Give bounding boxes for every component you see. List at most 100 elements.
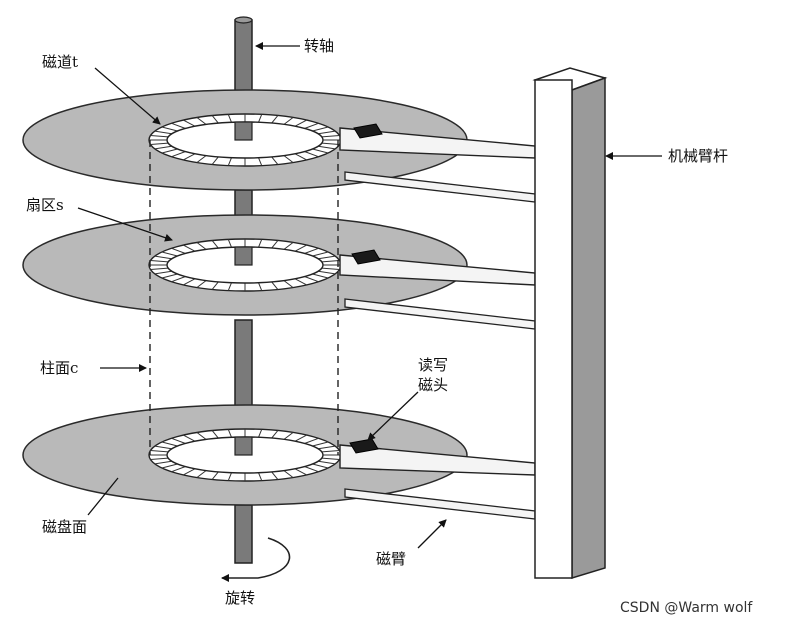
arm-top-lower <box>344 171 536 203</box>
sector-divider <box>271 156 279 165</box>
sector-divider <box>171 466 186 473</box>
sector-divider <box>161 463 178 469</box>
sector-divider <box>318 445 336 450</box>
sector-divider <box>171 276 186 283</box>
spindle-top-cap <box>234 16 253 24</box>
sector-divider <box>258 239 263 248</box>
sector-divider <box>321 450 340 453</box>
spindle-label: 转轴 <box>304 37 334 55</box>
sector-divider <box>294 153 307 161</box>
arms <box>339 127 536 520</box>
sector-divider <box>196 117 207 125</box>
sector-divider <box>196 242 207 250</box>
sector-divider <box>321 457 340 460</box>
sector-divider <box>321 142 340 145</box>
sector-divider <box>150 142 169 145</box>
sector-divider <box>304 151 319 158</box>
track-leader <box>94 67 161 125</box>
sector-divider <box>258 114 263 123</box>
sector-divider <box>304 247 319 254</box>
actuator-side-face <box>571 76 606 580</box>
sector-divider <box>150 450 169 453</box>
rw-head-label-line1: 读写 <box>418 356 448 374</box>
sector-divider <box>294 468 307 476</box>
platter-surface-label: 磁盘面 <box>42 518 87 536</box>
actuator-post <box>532 67 608 580</box>
sector-divider <box>211 281 219 290</box>
sector-divider <box>304 276 319 283</box>
sector-divider <box>154 460 172 465</box>
rw-head-label-line2: 磁头 <box>418 376 448 394</box>
actuator-front-face <box>534 79 573 579</box>
sector-divider <box>227 114 232 123</box>
sector-divider <box>312 463 329 469</box>
sector-divider <box>161 148 178 154</box>
read-write-head-middle <box>351 249 381 265</box>
sector-divider <box>304 122 319 129</box>
sector-divider <box>283 242 294 250</box>
sector-divider <box>150 457 169 460</box>
sector-divider <box>321 135 340 138</box>
sector-divider <box>227 282 232 291</box>
sector-label: 扇区s <box>26 196 64 214</box>
sector-divider <box>150 135 169 138</box>
sector-divider <box>271 430 279 439</box>
platter-middle <box>22 214 468 316</box>
sector-divider <box>271 281 279 290</box>
sector-divider <box>283 155 294 163</box>
arm-leader <box>417 519 447 549</box>
arm-bottom-lower <box>344 488 536 520</box>
sector-divider <box>211 115 219 124</box>
sector-divider <box>161 441 178 447</box>
sector-divider <box>312 273 329 279</box>
labels: 转轴 磁道t 扇区s 柱面c 读写 磁头 磁盘面 磁臂 机械臂杆 旋转 <box>26 37 728 607</box>
read-write-head-bottom <box>349 438 379 454</box>
platter-bottom <box>22 404 468 506</box>
platter-surface-leader <box>87 477 119 516</box>
head-leader <box>367 391 419 441</box>
sector-divider <box>154 145 172 150</box>
sector-divider <box>171 437 186 444</box>
sector-divider <box>196 280 207 288</box>
spindle-through-top <box>234 121 253 141</box>
watermark: CSDN @Warm wolf <box>620 600 753 616</box>
sector-divider <box>211 240 219 249</box>
sector-divider <box>258 282 263 291</box>
sector-divider <box>161 126 178 132</box>
sector-divider <box>154 270 172 275</box>
sector-leader <box>77 207 173 242</box>
sector-divider <box>183 468 196 476</box>
actuator-label: 机械臂杆 <box>668 147 728 165</box>
sector-divider <box>294 434 307 442</box>
sector-divider <box>258 157 263 166</box>
sector-divider <box>312 148 329 154</box>
sector-divider <box>318 145 336 150</box>
sector-divider <box>211 471 219 480</box>
sector-divider <box>258 472 263 481</box>
track-label: 磁道t <box>42 53 78 71</box>
sector-divider <box>283 470 294 478</box>
sector-divider <box>150 267 169 270</box>
sector-divider <box>154 255 172 260</box>
rotation-label: 旋转 <box>225 589 255 607</box>
spindle-bottom-segment <box>234 504 253 564</box>
spindle-through-bottom <box>234 436 253 456</box>
sector-divider <box>183 434 196 442</box>
sector-divider <box>154 130 172 135</box>
spindle-through-middle <box>234 246 253 266</box>
sector-divider <box>318 255 336 260</box>
sector-divider <box>150 260 169 263</box>
sector-divider <box>227 239 232 248</box>
sector-divider <box>183 278 196 286</box>
sector-divider <box>321 267 340 270</box>
sector-divider <box>196 155 207 163</box>
sector-divider <box>161 251 178 257</box>
platter-top <box>22 89 468 191</box>
arm-label: 磁臂 <box>376 550 406 568</box>
read-write-heads <box>349 123 383 454</box>
sector-divider <box>161 273 178 279</box>
sector-divider <box>294 278 307 286</box>
cylinder-label: 柱面c <box>40 359 78 377</box>
